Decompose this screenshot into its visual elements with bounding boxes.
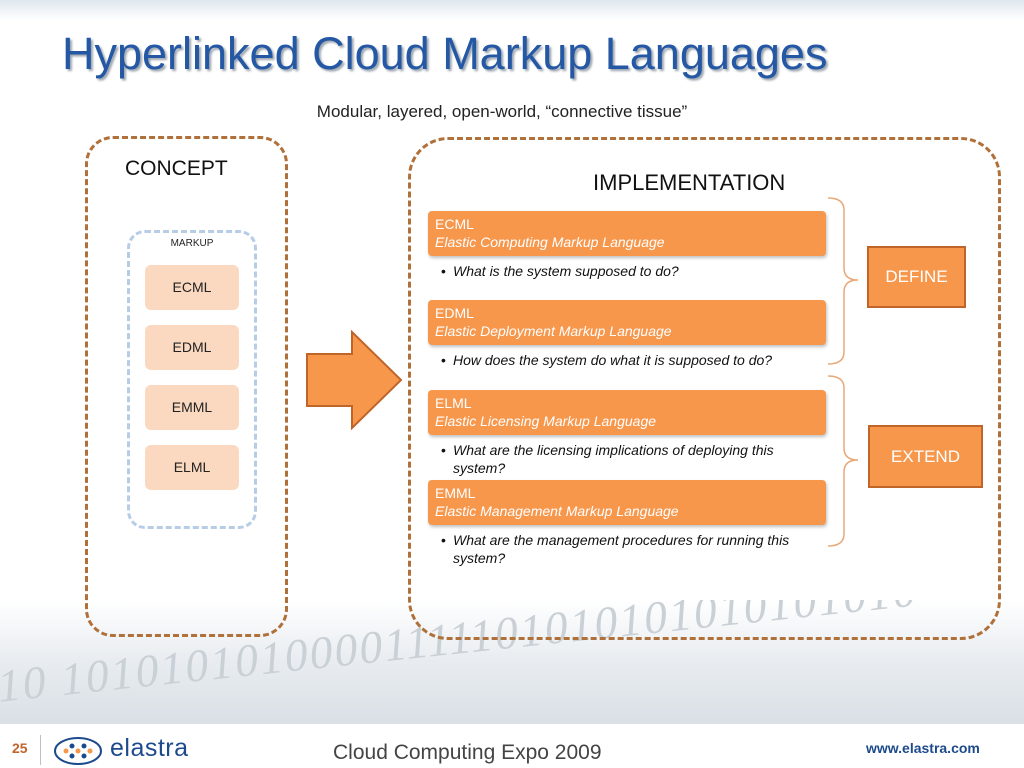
bullet-icon: • (441, 352, 446, 368)
question-text: What is the system supposed to do? (453, 263, 679, 279)
concept-label: CONCEPT (125, 157, 228, 180)
lang-abbr: ELML (435, 395, 472, 411)
footer-url-link[interactable]: www.elastra.com (866, 740, 980, 756)
lang-bar-ecml: ECML Elastic Computing Markup Language (428, 211, 826, 256)
lang-question-emml: • What are the management procedures for… (441, 531, 826, 567)
implementation-panel (408, 137, 1001, 640)
define-box: DEFINE (867, 246, 966, 308)
question-text: What are the licensing implications of d… (453, 442, 774, 476)
right-arrow-icon (306, 330, 403, 430)
bullet-icon: • (441, 532, 446, 548)
bottom-background: 10 10101010100001111101010101010101010 (0, 600, 1024, 730)
concept-panel (85, 136, 288, 637)
lang-full-name: Elastic Computing Markup Language (435, 234, 665, 250)
question-text: How does the system do what it is suppos… (453, 352, 773, 368)
elastra-logo-icon (54, 737, 102, 765)
implementation-label: IMPLEMENTATION (593, 170, 786, 195)
slide-title: Hyperlinked Cloud Markup Languages (62, 28, 828, 79)
lang-bar-edml: EDML Elastic Deployment Markup Language (428, 300, 826, 345)
lang-abbr: EDML (435, 305, 474, 321)
lang-bar-elml: ELML Elastic Licensing Markup Language (428, 390, 826, 435)
brand-name: elastra (110, 734, 189, 762)
lang-question-elml: • What are the licensing implications of… (441, 441, 826, 477)
footer-divider (40, 735, 41, 765)
lang-bar-emml: EMML Elastic Management Markup Language (428, 480, 826, 525)
bullet-icon: • (441, 263, 446, 279)
brace-icon (827, 197, 859, 547)
question-text: What are the management procedures for r… (453, 532, 790, 566)
bullet-icon: • (441, 442, 446, 458)
event-name: Cloud Computing Expo 2009 (333, 741, 602, 764)
footer (0, 724, 1024, 768)
lang-question-ecml: • What is the system supposed to do? (441, 262, 826, 280)
markup-item-emml: EMML (145, 385, 239, 430)
extend-box: EXTEND (868, 425, 983, 488)
markup-item-elml: ELML (145, 445, 239, 490)
lang-full-name: Elastic Deployment Markup Language (435, 323, 672, 339)
slide-number: 25 (12, 740, 28, 756)
lang-abbr: EMML (435, 485, 476, 501)
markup-item-edml: EDML (145, 325, 239, 370)
slide-subtitle: Modular, layered, open-world, “connectiv… (316, 102, 688, 121)
lang-abbr: ECML (435, 216, 474, 232)
lang-full-name: Elastic Licensing Markup Language (435, 413, 657, 429)
lang-full-name: Elastic Management Markup Language (435, 503, 679, 519)
markup-item-ecml: ECML (145, 265, 239, 310)
top-gradient (0, 0, 1024, 20)
lang-question-edml: • How does the system do what it is supp… (441, 351, 826, 369)
markup-label: MARKUP (170, 238, 214, 249)
